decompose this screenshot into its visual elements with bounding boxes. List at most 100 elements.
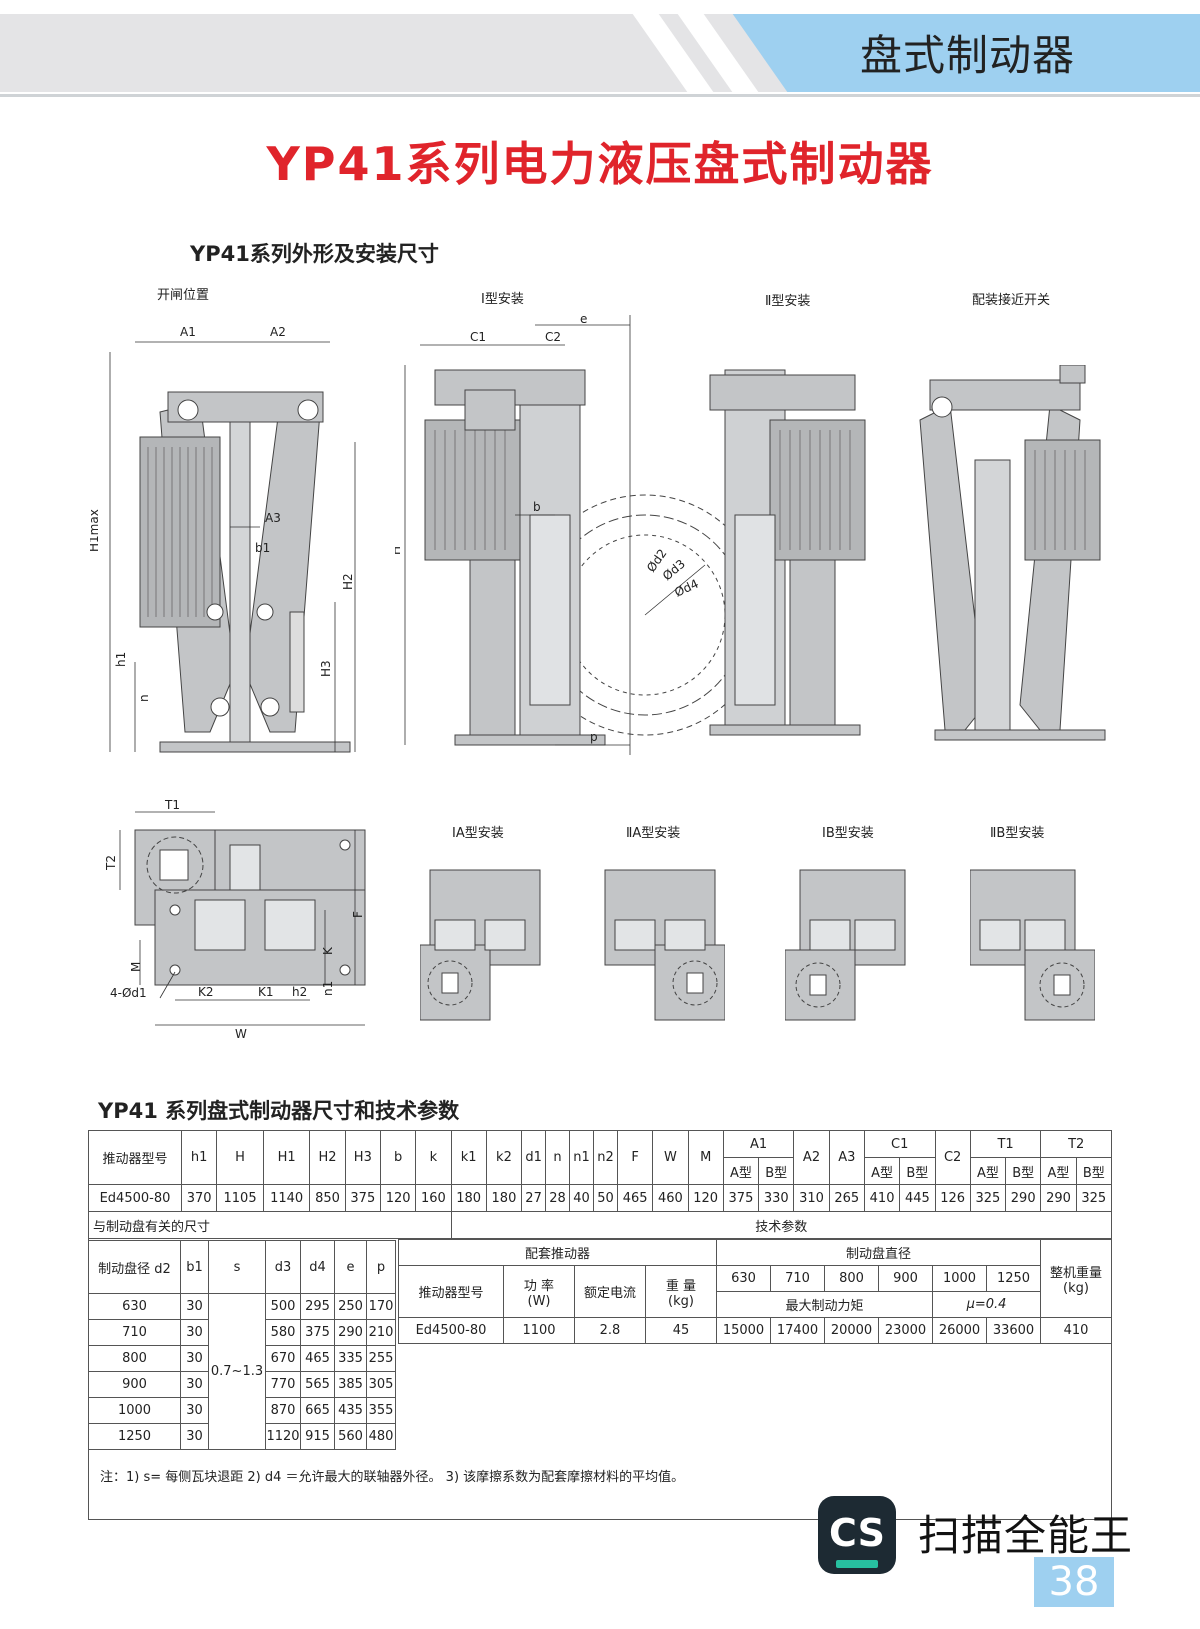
- table-cell: 330: [758, 1184, 795, 1212]
- svg-text:b1: b1: [255, 541, 270, 555]
- table-cell: 160: [415, 1184, 452, 1212]
- table-row: 1250 30 1120 915 560 480: [88, 1423, 396, 1450]
- label-type1a: ⅠA型安装: [452, 826, 504, 841]
- table-cell: 30: [180, 1319, 209, 1346]
- total-weight-label: 整机重量: [1049, 1265, 1102, 1281]
- group-header: 配套推动器: [398, 1239, 717, 1266]
- svg-text:e: e: [580, 315, 587, 326]
- page-title: YP41系列电力液压盘式制动器: [266, 137, 934, 191]
- table-cell: 375: [722, 1184, 760, 1212]
- table-cell: 30: [180, 1397, 209, 1424]
- col-header: b1: [180, 1240, 209, 1294]
- table-cell: 410: [863, 1184, 901, 1212]
- table-cell: 1140: [262, 1184, 311, 1212]
- table-cell: 27: [521, 1184, 547, 1212]
- svg-text:H1max: H1max: [90, 509, 101, 552]
- col-header: b: [379, 1130, 417, 1185]
- col-header: H3: [344, 1130, 381, 1185]
- header-rule: [0, 94, 1200, 97]
- s-value-cell: 0.7~1.3: [208, 1293, 266, 1450]
- table-cell: 1105: [216, 1184, 264, 1212]
- table-cell: 250: [334, 1293, 367, 1320]
- table-cell: 335: [334, 1345, 367, 1372]
- col-header: s: [208, 1240, 266, 1294]
- col-header: H2: [309, 1130, 346, 1185]
- table-cell: 40: [569, 1184, 594, 1212]
- svg-text:C1: C1: [470, 330, 486, 344]
- col-header: n1: [569, 1130, 594, 1185]
- power-label: 功 率: [523, 1278, 555, 1294]
- table-cell: 410: [1040, 1317, 1112, 1344]
- table-cell: 33600: [986, 1317, 1041, 1344]
- disc-dimension-table: 制动盘径 d2 b1 s d3 d4 e p 630 30 0.7~1.3 50…: [88, 1240, 396, 1450]
- variant-2b-drawing: [970, 869, 1095, 1021]
- table-cell: 355: [366, 1397, 396, 1424]
- svg-text:W: W: [235, 1027, 247, 1040]
- sub-header: A型: [1040, 1157, 1077, 1185]
- torque-label: 最大制动力矩: [716, 1291, 933, 1318]
- col-header: 630: [716, 1265, 771, 1292]
- table-cell: 480: [366, 1423, 396, 1450]
- svg-text:K1: K1: [258, 985, 274, 999]
- cs-logo: CS: [818, 1496, 896, 1574]
- col-header: 重 量(kg): [645, 1265, 717, 1318]
- svg-text:h1: h1: [114, 652, 128, 667]
- table-cell: 670: [265, 1345, 301, 1372]
- table-cell: 870: [265, 1397, 301, 1424]
- switch-side-drawing: [919, 365, 1106, 741]
- section-label: 与制动盘有关的尺寸: [88, 1211, 452, 1239]
- table-cell: 180: [450, 1184, 487, 1212]
- col-header: h1: [180, 1130, 218, 1185]
- table-cell: 665: [300, 1397, 335, 1424]
- table-cell: 23000: [878, 1317, 933, 1344]
- col-header: T1: [969, 1130, 1042, 1158]
- table-cell: 120: [379, 1184, 417, 1212]
- table-cell: 2.8: [574, 1317, 646, 1344]
- power-unit: (W): [527, 1293, 551, 1309]
- table-row: 800 30 670 465 335 255: [88, 1345, 396, 1372]
- section-title: 盘式制动器: [860, 31, 1076, 80]
- col-header: H: [216, 1130, 264, 1185]
- col-header: A2: [793, 1130, 830, 1185]
- table-cell: 460: [652, 1184, 689, 1212]
- label-open-position: 开闸位置: [157, 288, 210, 303]
- table-cell: 900: [88, 1371, 181, 1398]
- table-cell: 710: [88, 1319, 181, 1346]
- table-cell: 170: [366, 1293, 396, 1320]
- svg-text:T2: T2: [104, 855, 118, 871]
- label-type2: Ⅱ型安装: [765, 294, 811, 309]
- table-cell: 375: [300, 1319, 335, 1346]
- table-cell: 385: [334, 1371, 367, 1398]
- table-cell: 210: [366, 1319, 396, 1346]
- table-cell: 30: [180, 1371, 209, 1398]
- table-cell: 445: [899, 1184, 936, 1212]
- section1-heading: YP41系列外形及安装尺寸: [190, 242, 439, 266]
- label-type1b: ⅠB型安装: [822, 826, 874, 841]
- label-type2b: ⅡB型安装: [990, 826, 1045, 841]
- dimension-table: 推动器型号 h1 H H1 H2 H3 b k k1 k2 d1 n n1 n2…: [88, 1130, 1113, 1239]
- table-cell: 290: [1005, 1184, 1042, 1212]
- svg-text:F: F: [351, 911, 365, 918]
- weight-unit: (kg): [668, 1293, 694, 1309]
- table-cell: 265: [828, 1184, 865, 1212]
- total-weight-unit: (kg): [1063, 1280, 1089, 1296]
- table-cell: 290: [1040, 1184, 1077, 1212]
- variant-1a-drawing: [420, 869, 541, 1021]
- col-header: e: [334, 1240, 367, 1294]
- col-header: 1000: [932, 1265, 987, 1292]
- col-header: A3: [828, 1130, 865, 1185]
- svg-text:n1: n1: [321, 981, 335, 996]
- col-header: 推动器型号: [88, 1130, 182, 1185]
- col-header: p: [366, 1240, 396, 1294]
- svg-text:H2: H2: [341, 573, 355, 590]
- label-type2a: ⅡA型安装: [626, 826, 681, 841]
- table-row: Ed4500-80 1100 2.8 45 15000 17400 20000 …: [398, 1317, 1112, 1344]
- table-cell: 290: [334, 1319, 367, 1346]
- table-cell: 435: [334, 1397, 367, 1424]
- table-cell: 30: [180, 1293, 209, 1320]
- col-header: F: [616, 1130, 654, 1185]
- table-cell: 465: [616, 1184, 654, 1212]
- col-header: 710: [770, 1265, 825, 1292]
